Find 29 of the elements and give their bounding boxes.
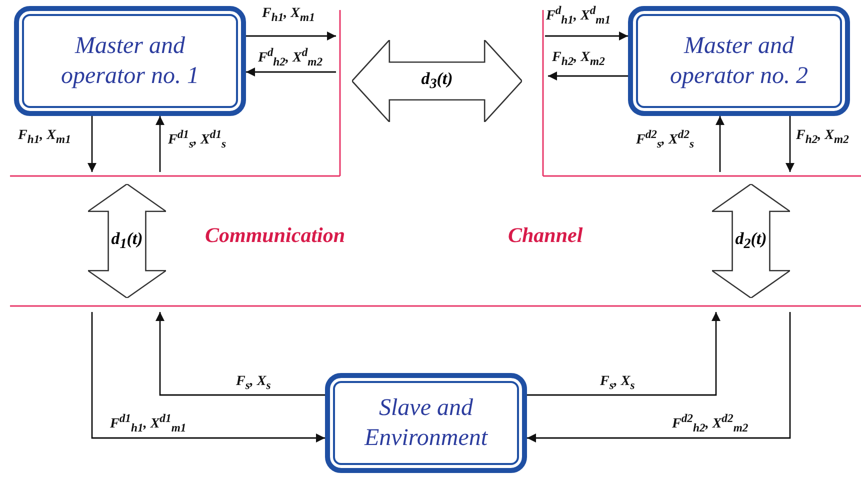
arrow xyxy=(156,116,164,172)
process-box xyxy=(325,373,527,473)
delay-label: d$_{3}$(t) xyxy=(421,68,453,94)
edge-label: F$_{h1}$, X$_{m1}$ xyxy=(262,6,315,24)
arrow xyxy=(88,116,96,172)
edge-label: F$_{s}$, X$_{s}$ xyxy=(236,374,271,392)
edge-label: F$_{h2}$, X$_{m2}$ xyxy=(552,50,605,68)
arrow xyxy=(545,32,628,40)
arrow xyxy=(548,72,628,80)
arrow xyxy=(786,116,794,172)
process-box xyxy=(14,6,246,116)
arrow xyxy=(156,312,325,396)
arrow xyxy=(91,312,325,442)
process-box xyxy=(628,6,850,116)
arrow xyxy=(527,312,720,396)
box-title: Slave and Environment xyxy=(363,394,489,453)
box-title: Master and operator no. 2 xyxy=(669,32,809,91)
channel-label: Channel xyxy=(508,223,583,248)
channel-label: Communication xyxy=(205,223,346,248)
arrow xyxy=(716,116,724,172)
edge-label: F$_{h1}$, X$_{m1}$ xyxy=(18,128,71,146)
arrow xyxy=(527,312,791,442)
delay-label: d$_{2}$(t) xyxy=(735,228,767,254)
box-title: Master and operator no. 1 xyxy=(60,32,200,91)
delay-label: d$_{1}$(t) xyxy=(111,228,143,254)
arrow xyxy=(246,68,336,76)
edge-label: F$_{h2}$, X$_{m2}$ xyxy=(796,128,849,146)
edge-label: F$_{s}$, X$_{s}$ xyxy=(600,374,635,392)
arrow xyxy=(246,32,336,40)
